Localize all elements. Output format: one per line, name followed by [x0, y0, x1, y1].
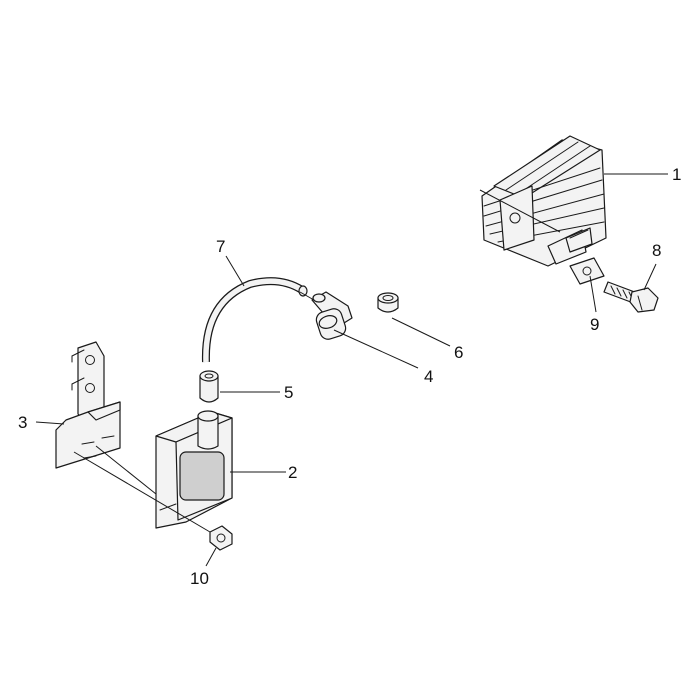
callout-8: 8 — [652, 241, 661, 260]
callout-2: 2 — [288, 463, 297, 482]
callout-6: 6 — [454, 343, 463, 362]
part-spark-plug-cap — [311, 291, 353, 340]
part-hex-nut — [209, 525, 233, 551]
part-square-nut — [569, 257, 605, 285]
callout-10: 10 — [190, 569, 209, 588]
callout-9: 9 — [590, 315, 599, 334]
callout-7: 7 — [216, 237, 225, 256]
part-ignition-coil — [155, 410, 233, 529]
part-voltage-regulator — [481, 135, 607, 267]
part-grommet — [377, 292, 399, 313]
part-ht-lead — [201, 277, 308, 363]
callout-1: 1 — [672, 165, 681, 184]
callout-3: 3 — [18, 413, 27, 432]
part-coil-boot — [199, 370, 219, 403]
part-mounting-bracket — [55, 341, 121, 469]
callout-5: 5 — [284, 383, 293, 402]
assembly-axis-lines — [73, 189, 561, 533]
part-hex-bolt — [603, 281, 659, 313]
callout-4: 4 — [424, 367, 433, 386]
leader-lines — [35, 173, 668, 567]
callout-labels: 1 2 3 4 5 6 7 8 9 10 — [18, 165, 681, 588]
